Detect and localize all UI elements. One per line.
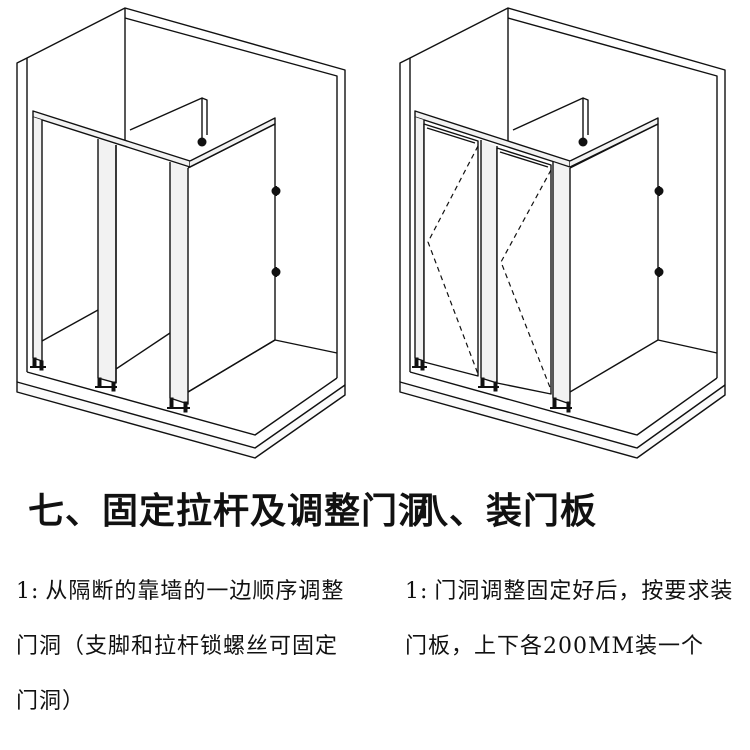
diagram-install-doors (375, 0, 750, 460)
cubicle-frame-illustration (16, 7, 346, 459)
pilaster-left (32, 117, 43, 362)
floor-slab (399, 381, 726, 459)
step-eight-instruction: 1:门洞调整固定好后，按要求装门板，上下各200MM装一个 (405, 564, 740, 674)
pilaster-corner (169, 162, 189, 405)
hinge-bolts (578, 137, 664, 277)
door-panel-1 (423, 123, 479, 377)
hinge-bolts (197, 137, 281, 277)
step-seven: 七、固定拉杆及调整门洞 1:从隔断的靠墙的一边顺序调整门洞（支脚和拉杆锁螺丝可固… (0, 470, 434, 750)
pilaster-left (414, 117, 425, 362)
support-feet (30, 357, 190, 413)
step-eight-title: 八、装门板 (412, 491, 598, 532)
cubicle-door-illustration (399, 7, 726, 459)
door-swing-lines (427, 145, 552, 391)
pilaster-corner (552, 162, 571, 405)
floor-slab (16, 381, 346, 459)
bolt-icon (578, 137, 588, 147)
step-seven-instruction: 1:从隔断的靠墙的一边顺序调整门洞（支脚和拉杆锁螺丝可固定门洞） (16, 564, 346, 729)
step-eight: 八、装门板 1:门洞调整固定好后，按要求装门板，上下各200MM装一个 (375, 470, 750, 750)
pilaster-middle (97, 139, 117, 384)
pilaster-middle (480, 140, 498, 384)
diagram-fix-tie-rods (0, 0, 375, 460)
step-seven-text: 从隔断的靠墙的一边顺序调整门洞（支脚和拉杆锁螺丝可固定门洞） (16, 579, 345, 714)
step-eight-text: 门洞调整固定好后，按要求装门板，上下各200MM装一个 (405, 579, 734, 659)
bolt-icon (197, 137, 207, 147)
support-feet (412, 357, 572, 413)
side-panel (569, 123, 659, 393)
step-seven-marker: 1: (16, 579, 40, 604)
divider-panel-1 (41, 309, 99, 342)
step-eight-marker: 1: (405, 579, 429, 604)
door-panel-2 (496, 147, 552, 395)
step-seven-title: 七、固定拉杆及调整门洞 (28, 491, 436, 532)
